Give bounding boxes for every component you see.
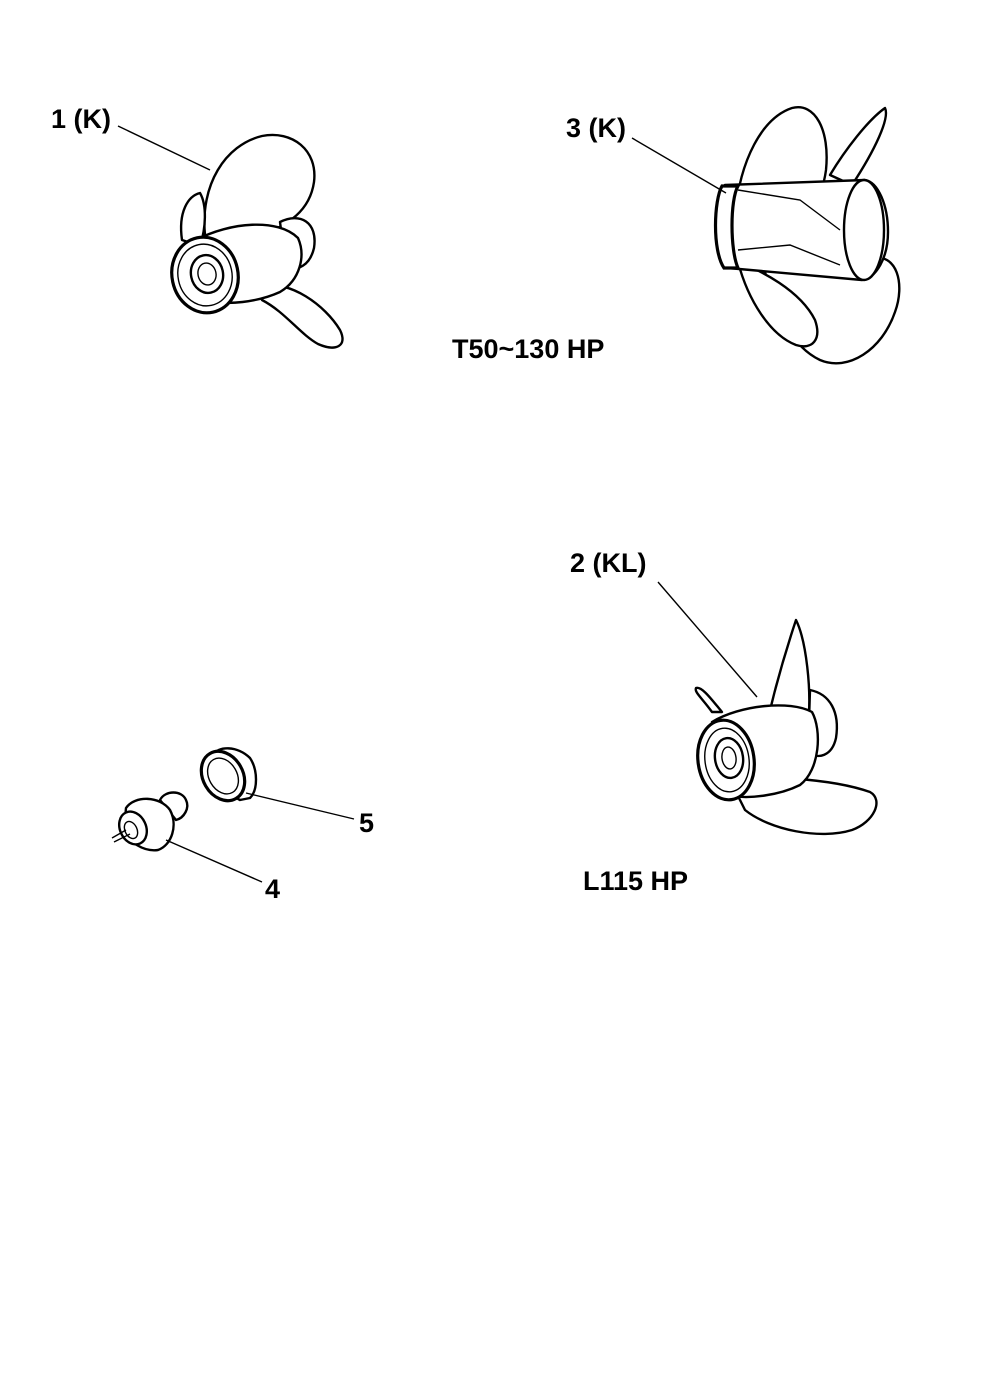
leader-line-3 — [631, 137, 727, 194]
leader-line-4 — [165, 839, 263, 883]
group-label-top: T50~130 HP — [452, 334, 605, 364]
leader-line-2 — [657, 581, 758, 698]
part-label-1: 1 (K) — [51, 104, 111, 134]
part-label-3: 3 (K) — [566, 113, 626, 143]
propeller-1-drawing — [170, 133, 344, 349]
group-label-bottom: L115 HP — [583, 866, 689, 896]
propeller-2-drawing — [694, 618, 878, 836]
ring-5-drawing — [199, 747, 258, 803]
part-label-5: 5 — [359, 808, 375, 838]
leader-line-5 — [245, 792, 355, 820]
propeller-3-drawing — [713, 106, 901, 365]
part-label-2: 2 (KL) — [570, 548, 647, 578]
leader-line-1 — [117, 125, 211, 171]
spacer-4-drawing — [111, 791, 189, 852]
part-label-4: 4 — [265, 874, 281, 904]
